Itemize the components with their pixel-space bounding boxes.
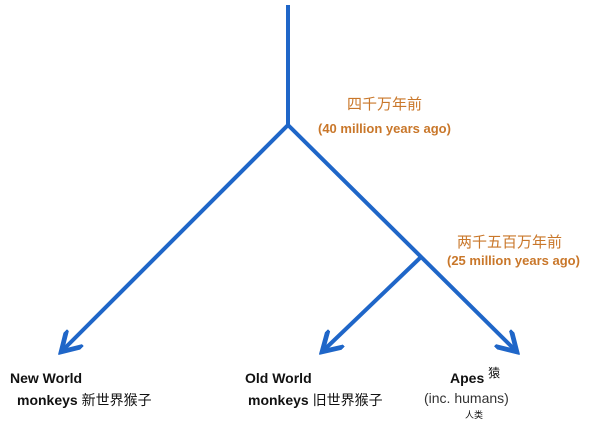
leaf-apes-note: (inc. humans): [424, 390, 509, 406]
leaf-apes-en: Apes: [450, 370, 485, 386]
leaf-new-world-subtitle: monkeys 新世界猴子: [17, 390, 152, 410]
leaf-apes-humans-zh: 人类: [465, 410, 484, 420]
split-40mya-zh: 四千万年前: [347, 96, 423, 113]
leaf-new-world-zh: 新世界猴子: [81, 392, 152, 408]
leaf-apes-zh: 猿: [488, 366, 501, 380]
leaf-new-world-en: monkeys: [17, 392, 78, 408]
leaf-old-world-en: monkeys: [248, 392, 309, 408]
split-40mya-en: (40 million years ago): [318, 121, 451, 136]
branch-new-world-arrow: [64, 123, 290, 349]
leaf-apes-title: Apes 猿: [450, 364, 501, 386]
split-25mya-en: (25 million years ago): [447, 253, 580, 268]
split-25mya-zh: 两千五百万年前: [457, 234, 563, 251]
branch-old-world-arrow: [325, 255, 423, 349]
leaf-old-world-title: Old World: [245, 370, 312, 386]
leaf-new-world-title: New World: [10, 370, 83, 386]
leaf-old-world-zh: 旧世界猴子: [312, 392, 383, 408]
leaf-old-world-subtitle: monkeys 旧世界猴子: [248, 390, 383, 410]
branch-catarrhine-line: [286, 123, 514, 349]
